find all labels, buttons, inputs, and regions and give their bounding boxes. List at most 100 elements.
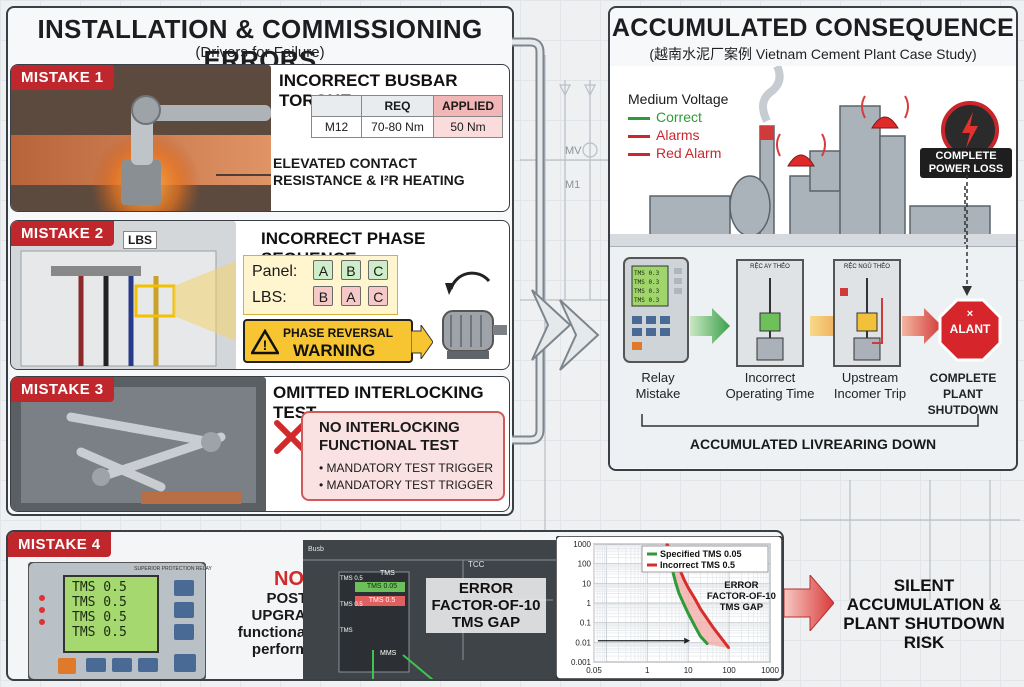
tcc-point-incorrect: [683, 579, 685, 581]
torque-bolt: M12: [311, 116, 362, 138]
tcc-xtick-label: 100: [722, 666, 736, 675]
tcc-legend-label: Incorrect TMS 0.5: [660, 560, 735, 570]
mistake2-tag: MISTAKE 2: [11, 221, 114, 246]
panel-phase-a: A: [313, 260, 334, 280]
relay-device-icon: [623, 257, 689, 363]
mv-label: MV: [565, 145, 582, 157]
legend-red-alarm-swatch: [628, 152, 650, 156]
warning-triangle-mark: !: [263, 337, 268, 353]
tcc-xtick-label: 1000: [761, 666, 779, 675]
step-incomer-line1: Upstream: [841, 370, 899, 385]
lbs-phase-1: B: [313, 286, 334, 306]
tcc-ytick-label: 1: [587, 599, 592, 608]
error-gap-note: ERROR FACTOR-OF-10 TMS GAP: [426, 578, 546, 633]
tablet-row-2: TMS 0.5: [368, 597, 396, 604]
tcc-ytick-label: 10: [582, 579, 591, 588]
cement-plant-illustration: [610, 66, 1016, 246]
consequence-panel: ACCUMULATED CONSEQUENCE (越南水泥厂案例 Vietnam…: [608, 6, 1018, 471]
tablet-label-2: TMS 0.5: [340, 602, 363, 608]
phase-compare-box: Panel: A B C LBS: B A C: [243, 255, 398, 315]
relay-main-lcd: TMS 0.5 TMS 0.5 TMS 0.5 TMS 0.5: [72, 580, 127, 640]
step-relay-line2: Mistake: [635, 386, 681, 401]
tcc-xtick-label: 10: [684, 666, 693, 675]
power-loss-link: [962, 168, 972, 296]
step-incomer-label: Upstream Incomer Trip: [820, 370, 920, 402]
stop-sign-text: ALANT: [949, 322, 991, 336]
cb-tag-2: RỆC NGỦ THẺO: [844, 264, 890, 270]
bottom-bracket: [641, 414, 979, 427]
tcc-point-specified: [678, 592, 680, 595]
tcc-xtick-label: 0.05: [586, 666, 602, 675]
warning-triangle-icon: !: [251, 329, 279, 355]
relay-lcd-row2: TMS 0.3: [634, 279, 660, 286]
mistake4-tag: MISTAKE 4: [8, 532, 111, 557]
tcc-legend-box: [641, 545, 769, 573]
mimic-bus-label: Busb: [308, 546, 324, 553]
legend-alarms-swatch: [628, 134, 650, 138]
panel-phase-b: B: [340, 260, 361, 280]
right-title: ACCUMULATED CONSEQUENCE: [611, 14, 1015, 42]
legend-correct-swatch: [628, 116, 650, 120]
tcc-ytick-label: 0.1: [580, 619, 592, 628]
m1-label: M1: [565, 179, 580, 191]
power-loss-icon: [941, 101, 999, 159]
motor-icon: [442, 271, 507, 359]
lbs-label: LBS: [123, 231, 157, 249]
final-arrow: [784, 575, 834, 631]
relay-lcd-row3: TMS 0.3: [634, 288, 660, 295]
mistake2-card: MISTAKE 2 LBS INCORRECT PHASE SEQUENCE P…: [10, 220, 510, 370]
final-risk-text: SILENT ACCUMULATION & PLANT SHUTDOWN RIS…: [826, 576, 1022, 652]
red-alarm-light-left: [776, 133, 826, 167]
legend-red-alarm-label: Red Alarm: [656, 145, 722, 161]
error-line2: FACTOR-OF-10: [431, 597, 541, 614]
power-loss-line1: COMPLETE: [935, 150, 997, 162]
tcc-ytick-label: 0.01: [575, 638, 591, 647]
legend-alarms-label: Alarms: [656, 127, 700, 143]
warning-arrow: [411, 325, 433, 359]
accumulated-label: ACCUMULATED LIVREARING DOWN: [689, 436, 937, 452]
step-incomer-line2: Incomer Trip: [833, 386, 907, 401]
heating-pointer: [216, 174, 271, 176]
tcc-ytick-label: 0.001: [571, 658, 592, 667]
red-alarm-light-right: [861, 95, 909, 129]
tablet-label-3: TMS: [340, 628, 353, 634]
power-loss-label: COMPLETE POWER LOSS: [920, 148, 1012, 178]
heating-note-line1: ELEVATED CONTACT: [273, 155, 417, 171]
error-line3: TMS GAP: [451, 614, 521, 631]
interlock-bullet1: • MANDATORY TEST TRIGGER: [319, 461, 494, 475]
tablet-label-1: TMS 0.5: [340, 576, 363, 582]
tablet-row-0: TMS: [380, 570, 395, 577]
torque-header-req: REQ: [361, 95, 434, 117]
heating-note-line2: RESISTANCE & I²R HEATING: [273, 172, 465, 188]
step-arrow-3: [902, 308, 942, 344]
torque-required: 70-80 Nm: [361, 116, 434, 138]
no-test-no: NO: [274, 568, 304, 590]
mistake3-card: MISTAKE 3 OMITTED INTERLOCKING TEST NO I…: [10, 376, 510, 512]
legend-correct: Correct: [628, 108, 728, 126]
tablet-row-1: TMS 0.05: [366, 583, 398, 590]
relay-lcd-row1: TMS 0.3: [634, 270, 660, 277]
tcc-point-specified: [706, 643, 709, 646]
tcc-point-incorrect: [687, 586, 689, 589]
warn-line1: PHASE REVERSAL: [283, 326, 394, 340]
step-shutdown-line2: SHUTDOWN: [927, 403, 999, 417]
phase-row-panel: Panel: A B C: [252, 260, 389, 286]
final-line1: SILENT: [893, 576, 955, 595]
tcc-annotation: FACTOR-OF-10: [707, 591, 776, 602]
error-line1: ERROR: [458, 580, 514, 597]
tcc-label: TCC: [468, 560, 485, 569]
tcc-legend-label: Specified TMS 0.05: [660, 549, 742, 559]
interlock-line2: FUNCTIONAL TEST: [319, 437, 459, 454]
interlock-line1: NO INTERLOCKING: [319, 419, 460, 436]
interlock-bullet2: • MANDATORY TEST TRIGGER: [319, 478, 494, 492]
lbs-panel-photo: [11, 221, 236, 369]
tcc-point-specified: [694, 626, 697, 628]
mistake4-card: MISTAKE 4 SUPERIOR PROTECTION RELAY TMS …: [6, 530, 784, 681]
relay-lcd: TMS 0.3 TMS 0.3 TMS 0.3 TMS 0.3: [634, 269, 668, 305]
tablet-footer: MMS: [380, 650, 397, 657]
tcc-xtick-label: 1: [645, 666, 650, 675]
tcc-point-incorrect: [699, 608, 702, 610]
relay-main-lcd-row4: TMS 0.5: [72, 625, 127, 640]
